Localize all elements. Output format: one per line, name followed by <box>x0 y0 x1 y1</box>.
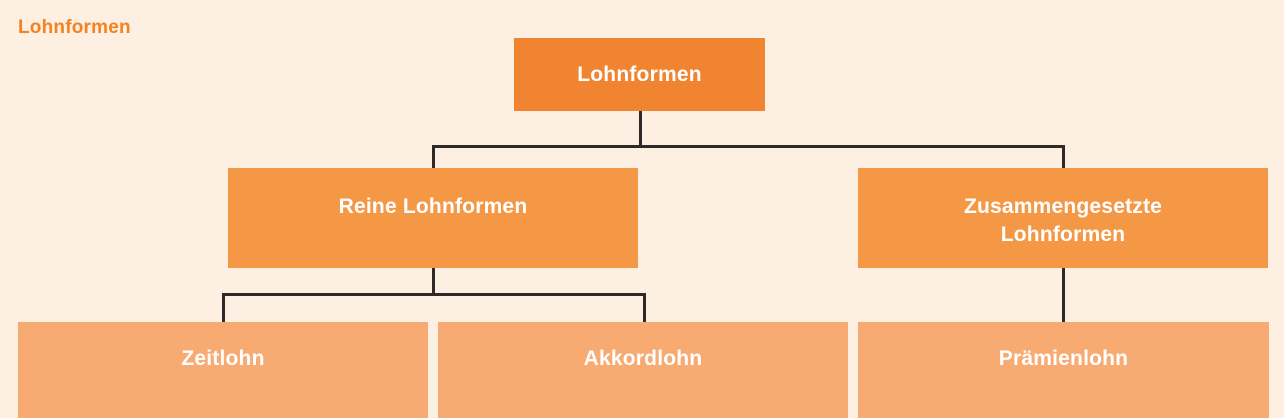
node-zeitlohn[interactable]: Zeitlohn <box>18 322 428 418</box>
node-root-lohnformen[interactable]: Lohnformen <box>514 38 765 111</box>
connector-branch-right-stem <box>1062 268 1065 324</box>
node-zusammengesetzte-lohnformen[interactable]: Zusammengesetzte Lohnformen <box>858 168 1268 268</box>
connector-level3-horizontal <box>222 293 646 296</box>
connector-branch-left-stem <box>432 268 435 295</box>
node-akkordlohn-label: Akkordlohn <box>583 347 703 370</box>
connector-level3-left-drop <box>222 293 225 324</box>
node-reine-lohnformen[interactable]: Reine Lohnformen <box>228 168 638 268</box>
node-praemienlohn[interactable]: Prämienlohn <box>858 322 1269 418</box>
node-akkordlohn[interactable]: Akkordlohn <box>438 322 848 418</box>
node-praemienlohn-label: Prämienlohn <box>998 347 1129 370</box>
diagram-caption: Lohnformen <box>18 17 131 38</box>
node-root-label: Lohnformen <box>577 62 702 86</box>
connector-level2-right-drop <box>1062 145 1065 170</box>
connector-level2-horizontal <box>432 145 1065 148</box>
connector-level3-right-drop <box>643 293 646 324</box>
connector-root-stem <box>639 111 642 147</box>
connector-level2-left-drop <box>432 145 435 170</box>
node-zeitlohn-label: Zeitlohn <box>181 347 265 370</box>
node-zusammengesetzte-lohnformen-label: Zusammengesetzte Lohnformen <box>963 195 1163 246</box>
node-reine-lohnformen-label: Reine Lohnformen <box>338 195 528 218</box>
